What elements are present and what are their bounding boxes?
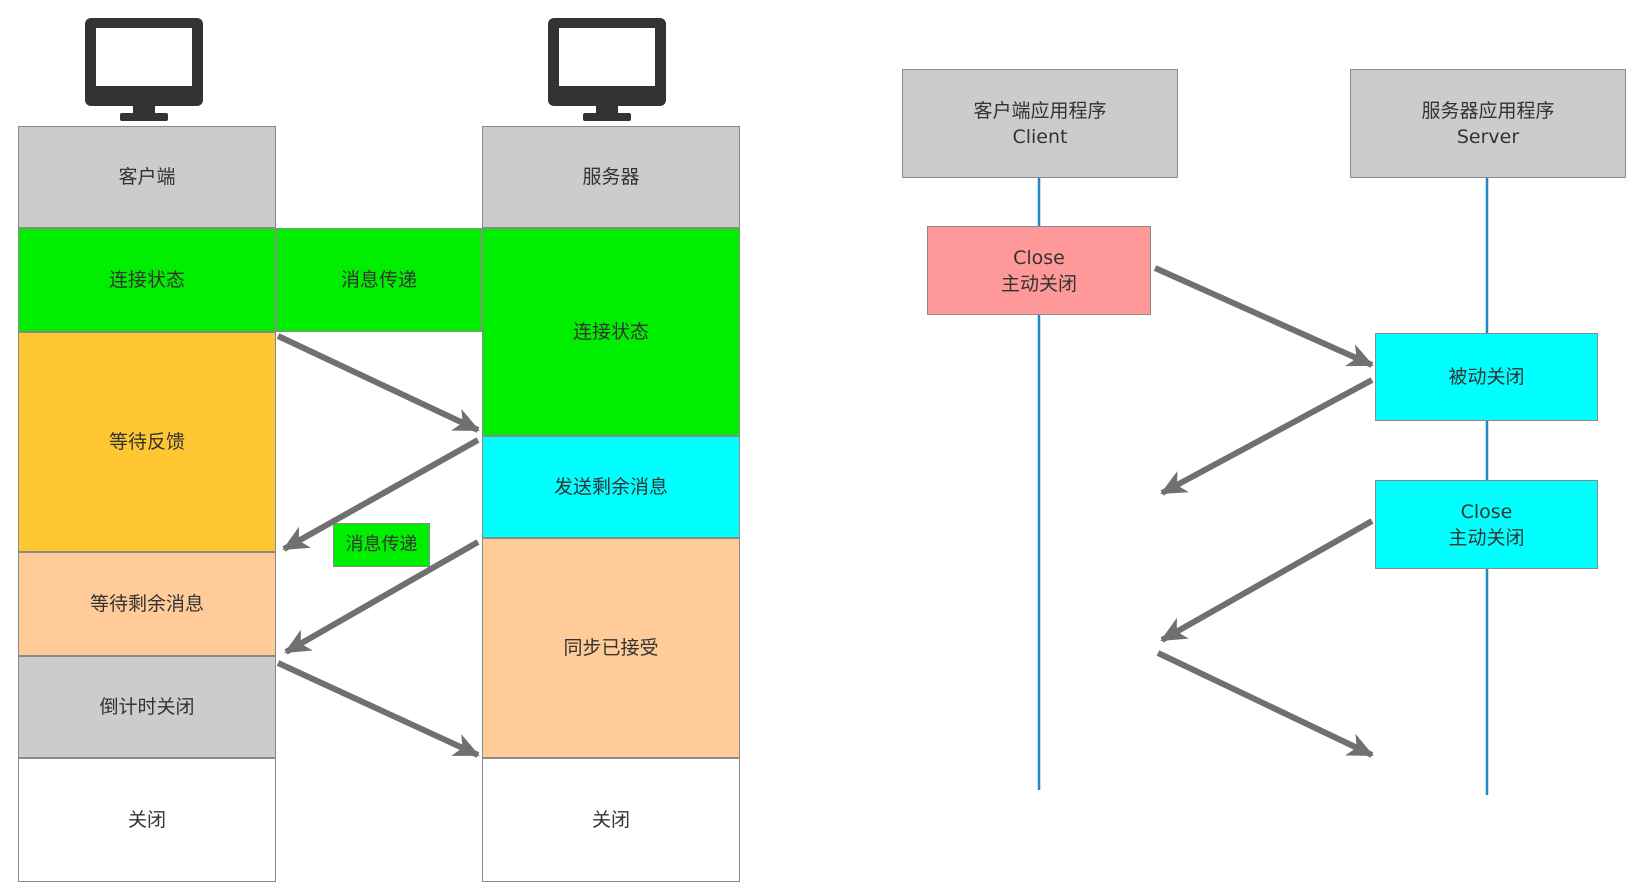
arrow-client-to-server-1 — [276, 333, 480, 433]
client-state-countdown-close: 倒计时关闭 — [18, 656, 276, 758]
server-active-close-line2: 主动关闭 — [1448, 526, 1525, 549]
server-app-header: 服务器应用程序 Server — [1350, 69, 1626, 178]
server-header: 服务器 — [482, 126, 740, 228]
server-state-sync-accepted: 同步已接受 — [482, 538, 740, 758]
server-active-close-line1: Close — [1460, 500, 1513, 523]
server-passive-close: 被动关闭 — [1375, 333, 1598, 421]
client-state-closed: 关闭 — [18, 758, 276, 882]
client-app-header-title: 客户端应用程序 — [973, 99, 1107, 122]
server-state-closed: 关闭 — [482, 758, 740, 882]
arrow-fin-server-to-client — [1160, 518, 1374, 643]
server-app-header-sub: Server — [1456, 125, 1520, 148]
server-active-close: Close 主动关闭 — [1375, 480, 1598, 569]
message-transfer-mid: 消息传递 — [333, 523, 430, 567]
message-transfer-top: 消息传递 — [276, 228, 482, 332]
client-state-waiting-remaining: 等待剩余消息 — [18, 552, 276, 656]
arrow-ack-server-to-client — [1160, 377, 1374, 496]
client-active-close: Close 主动关闭 — [927, 226, 1151, 315]
arrow-fin-client-to-server — [1153, 265, 1374, 368]
monitor-icon — [548, 18, 666, 121]
client-app-header-sub: Client — [1012, 125, 1068, 148]
client-state-connected: 连接状态 — [18, 228, 276, 332]
client-active-close-line2: 主动关闭 — [1000, 272, 1077, 295]
server-state-connected: 连接状态 — [482, 228, 740, 436]
client-active-close-line1: Close — [1013, 246, 1065, 269]
client-state-waiting-feedback: 等待反馈 — [18, 332, 276, 552]
server-state-send-remaining: 发送剩余消息 — [482, 436, 740, 538]
arrow-client-to-server-2 — [276, 660, 480, 758]
arrow-ack-client-to-server — [1156, 650, 1374, 758]
client-header: 客户端 — [18, 126, 276, 228]
server-app-header-title: 服务器应用程序 — [1421, 99, 1555, 122]
client-app-header: 客户端应用程序 Client — [902, 69, 1178, 178]
monitor-icon — [85, 18, 203, 121]
